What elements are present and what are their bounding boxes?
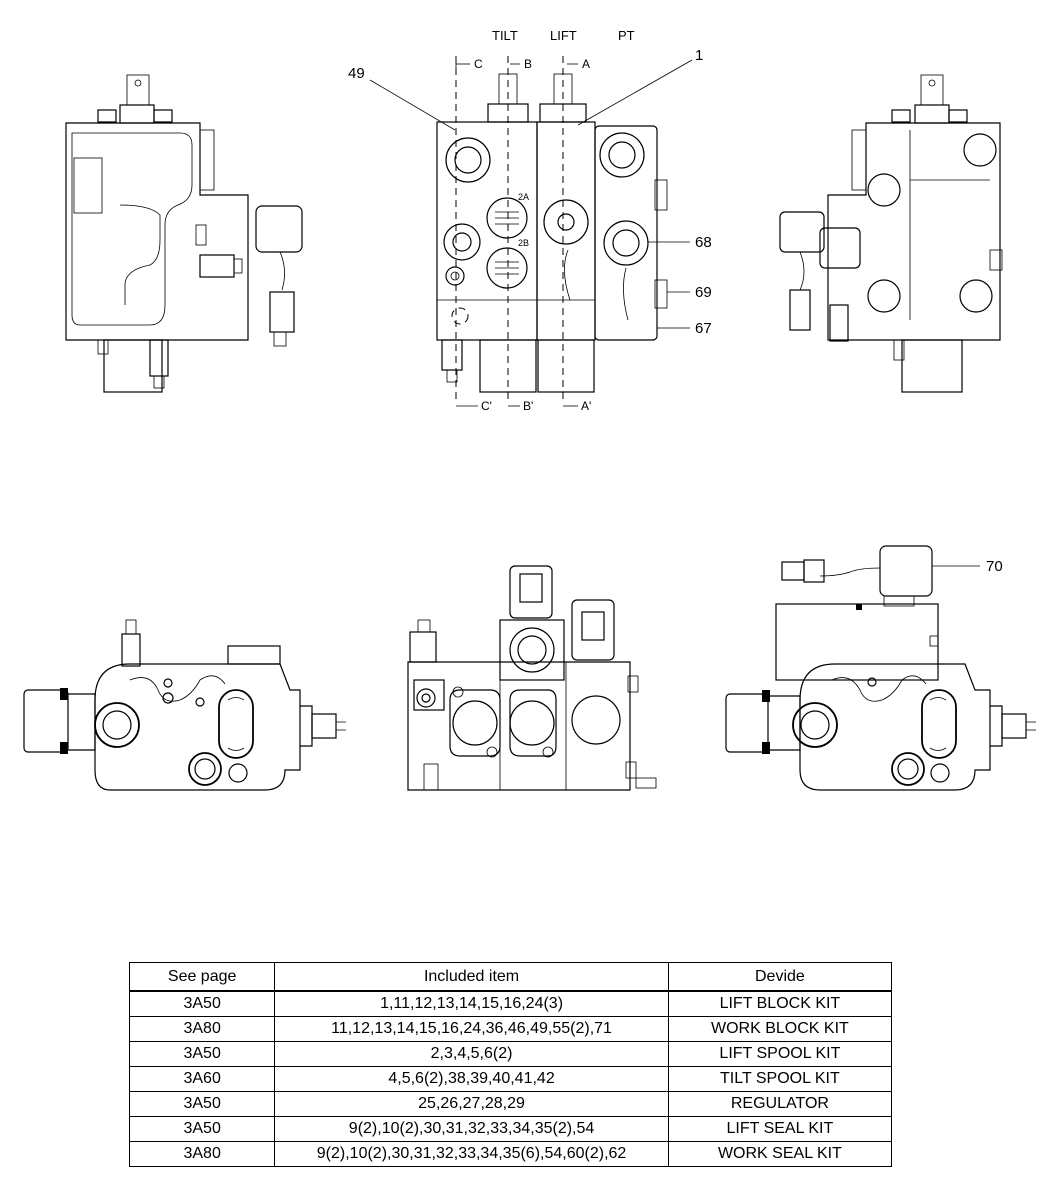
section-mark-a: A — [582, 57, 590, 71]
cell-see-page: 3A50 — [128, 1116, 276, 1142]
inner-mark-2a: 2A — [518, 192, 529, 202]
port-label-pt: PT — [618, 28, 635, 43]
cell-devide: LIFT BLOCK KIT — [667, 990, 893, 1017]
section-mark-c-prime: C' — [481, 399, 492, 413]
cell-included-item: 1,11,12,13,14,15,16,24(3) — [274, 990, 669, 1017]
port-label-tilt: TILT — [492, 28, 518, 43]
cell-see-page: 3A50 — [128, 1041, 276, 1067]
cell-included-item: 25,26,27,28,29 — [274, 1091, 669, 1117]
table-header-row: See page Included item Devide — [128, 962, 893, 992]
cell-see-page: 3A60 — [128, 1066, 276, 1092]
table-row: 3A80 9(2),10(2),30,31,32,33,34,35(6),54,… — [128, 1141, 893, 1167]
cell-devide: LIFT SEAL KIT — [667, 1116, 893, 1142]
cell-included-item: 2,3,4,5,6(2) — [274, 1041, 669, 1067]
table-row: 3A50 2,3,4,5,6(2) LIFT SPOOL KIT — [128, 1041, 893, 1067]
callout-68: 68 — [695, 234, 712, 251]
cell-see-page: 3A50 — [128, 990, 276, 1017]
callout-49: 49 — [348, 65, 365, 82]
table-row: 3A50 25,26,27,28,29 REGULATOR — [128, 1091, 893, 1117]
cell-included-item: 9(2),10(2),30,31,32,33,34,35(6),54,60(2)… — [274, 1141, 669, 1167]
section-mark-b: B — [524, 57, 532, 71]
section-mark-b-prime: B' — [523, 399, 533, 413]
cell-included-item: 9(2),10(2),30,31,32,33,34,35(2),54 — [274, 1116, 669, 1142]
table-row: 3A50 1,11,12,13,14,15,16,24(3) LIFT BLOC… — [128, 990, 893, 1017]
valve-assembly-drawing: TILT LIFT PT C B A 2A 2B — [23, 28, 1036, 791]
side-view-right — [779, 74, 1003, 393]
end-view-left — [23, 619, 346, 791]
callout-1: 1 — [695, 47, 703, 64]
cell-devide: LIFT SPOOL KIT — [667, 1041, 893, 1067]
section-mark-a-prime: A' — [581, 399, 591, 413]
cell-see-page: 3A50 — [128, 1091, 276, 1117]
end-view-right: 70 — [725, 545, 1036, 791]
front-view: TILT LIFT PT C B A 2A 2B — [348, 28, 712, 413]
cell-see-page: 3A80 — [128, 1141, 276, 1167]
cell-included-item: 4,5,6(2),38,39,40,41,42 — [274, 1066, 669, 1092]
table-row: 3A80 11,12,13,14,15,16,24,36,46,49,55(2)… — [128, 1016, 893, 1042]
table-row: 3A60 4,5,6(2),38,39,40,41,42 TILT SPOOL … — [128, 1066, 893, 1092]
cell-devide: REGULATOR — [667, 1091, 893, 1117]
top-view — [407, 565, 657, 791]
col-header-devide: Devide — [667, 962, 893, 992]
cell-see-page: 3A80 — [128, 1016, 276, 1042]
callout-70: 70 — [986, 558, 1003, 575]
cell-devide: WORK BLOCK KIT — [667, 1016, 893, 1042]
inner-mark-2b: 2B — [518, 238, 529, 248]
table-row: 3A50 9(2),10(2),30,31,32,33,34,35(2),54 … — [128, 1116, 893, 1142]
cell-included-item: 11,12,13,14,15,16,24,36,46,49,55(2),71 — [274, 1016, 669, 1042]
port-label-lift: LIFT — [550, 28, 577, 43]
parts-kit-table: See page Included item Devide 3A50 1,11,… — [128, 962, 893, 1167]
cell-devide: WORK SEAL KIT — [667, 1141, 893, 1167]
callout-69: 69 — [695, 284, 712, 301]
col-header-included-item: Included item — [274, 962, 669, 992]
cell-devide: TILT SPOOL KIT — [667, 1066, 893, 1092]
section-mark-c: C — [474, 57, 483, 71]
col-header-see-page: See page — [128, 962, 276, 992]
callout-67: 67 — [695, 320, 712, 337]
side-view-left — [65, 74, 303, 393]
